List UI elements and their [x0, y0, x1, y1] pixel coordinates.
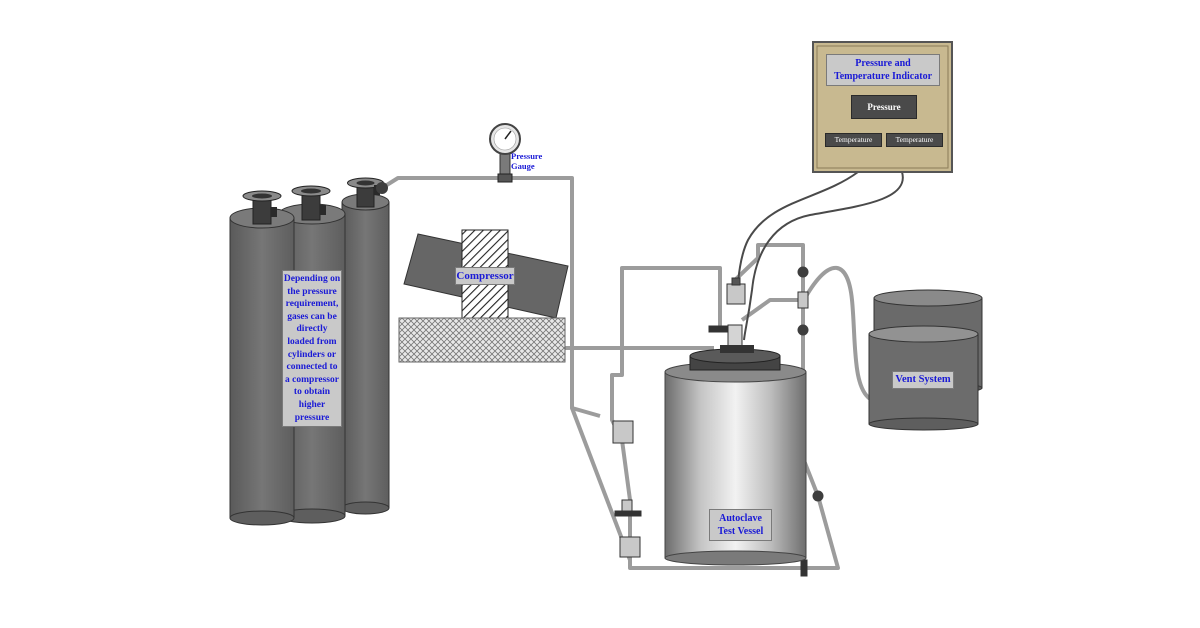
vent-system-label: Vent System	[892, 371, 954, 389]
compressor	[398, 229, 569, 363]
cylinders-note: Depending on the pressure requirement, g…	[282, 270, 342, 428]
pipe-left-loop	[610, 266, 722, 398]
indicator-cables	[737, 171, 904, 341]
compressor-label: Compressor	[455, 267, 515, 285]
autoclave-label: Autoclave Test Vessel	[709, 509, 772, 541]
pressure-gauge	[489, 123, 521, 183]
indicator-title: Pressure and Temperature Indicator	[826, 54, 940, 86]
indicator-title-line1: Pressure and	[855, 58, 911, 69]
autoclave-label-line1: Autoclave	[719, 513, 762, 524]
gas-cylinder-3	[341, 177, 390, 515]
indicator-pressure-display: Pressure	[851, 95, 917, 119]
valves	[376, 182, 824, 502]
autoclave-label-line2: Test Vessel	[717, 526, 764, 537]
indicator-temperature-display-1: Temperature	[825, 133, 882, 147]
indicator-title-line2: Temperature Indicator	[833, 71, 933, 82]
pipe-diagonal-down	[570, 407, 632, 561]
pressure-gauge-label-line1: Pressure	[511, 151, 543, 161]
pipe-to-vent	[803, 265, 874, 402]
indicator-temperature-display-2: Temperature	[886, 133, 943, 147]
gauge-needle-icon	[504, 130, 512, 140]
pressure-gauge-label-line2: Gauge	[511, 160, 535, 171]
pipe-supply-line	[380, 176, 601, 418]
pressure-gauge-label: Pressure Gauge	[511, 151, 551, 171]
fittings	[612, 277, 809, 577]
pipe-top-link	[740, 298, 803, 322]
vent-system	[868, 289, 983, 431]
compressor-base	[398, 317, 566, 363]
